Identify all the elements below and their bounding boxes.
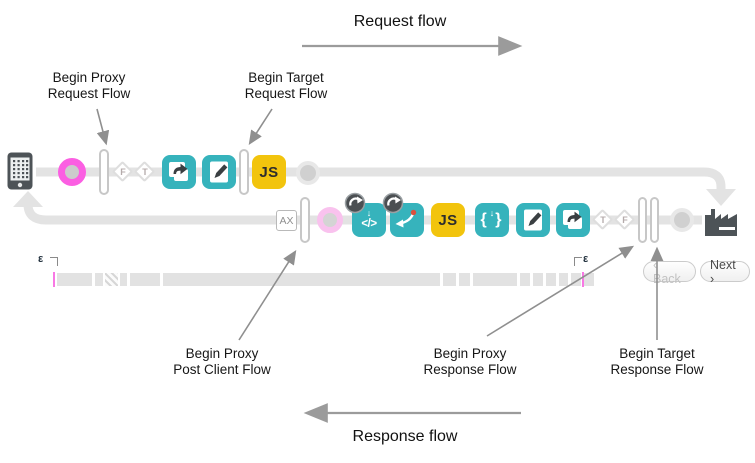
timeline-segment[interactable] [546, 273, 556, 286]
down-arrow-icon: ↓ [366, 208, 372, 219]
begin-proxy-response-arrow [486, 245, 635, 337]
flow-callout-policy-icon[interactable] [162, 155, 196, 189]
begin-target-request-arrow [248, 108, 273, 146]
timeline-segment[interactable] [559, 273, 568, 286]
condition-diamond-t[interactable]: T [133, 160, 156, 183]
callout-arrow-icon [169, 162, 188, 181]
pencil-icon [210, 161, 228, 183]
loop-badge-icon [344, 192, 366, 214]
code-text: </> [361, 218, 377, 231]
proxy-endpoint-ring-response[interactable] [317, 207, 343, 233]
begin-target-request-label: Begin Target Request Flow [244, 70, 328, 101]
js-label: JS [438, 211, 458, 229]
epsilon-bracket-left [50, 257, 58, 266]
diamond-letter: F [622, 215, 628, 225]
diamond-letter: F [120, 167, 126, 177]
back-button-label: ‹ Back [653, 257, 681, 286]
javascript-policy-icon-response[interactable]: JS [431, 203, 465, 237]
timeline-segment[interactable] [443, 273, 456, 286]
diamond-letter: T [600, 215, 606, 225]
begin-proxy-request-label: Begin Proxy Request Flow [47, 70, 131, 101]
begin-proxy-post-client-arrow [238, 249, 297, 341]
javascript-policy-icon[interactable]: JS [252, 155, 286, 189]
request-flow-title: Request flow [353, 13, 447, 30]
timeline-segment[interactable] [533, 273, 543, 286]
condition-diamond-f-response[interactable]: F [613, 208, 636, 231]
backend-target-icon[interactable] [702, 205, 740, 237]
condition-diamond-f[interactable]: F [111, 160, 134, 183]
edit-policy-icon[interactable] [202, 155, 236, 189]
proxy-endpoint-ring[interactable] [58, 158, 86, 186]
ax-label: AX [279, 214, 294, 227]
pencil-icon [524, 209, 542, 231]
diamond-letter: T [142, 167, 148, 177]
loop-badge-icon [382, 192, 404, 214]
timeline-segment[interactable] [459, 273, 470, 286]
timeline-segment[interactable] [120, 273, 127, 286]
timeline-segment[interactable] [584, 273, 594, 286]
callout-arrow-icon [563, 210, 582, 229]
edit-policy-icon-response[interactable] [516, 203, 550, 237]
extract-variables-policy-icon[interactable]: { } ↓ [475, 203, 509, 237]
begin-proxy-request-flow-marker[interactable] [99, 149, 109, 195]
begin-target-request-flow-marker[interactable] [239, 149, 249, 195]
begin-proxy-response-flow-marker[interactable] [638, 197, 647, 243]
timeline-segment[interactable] [473, 273, 517, 286]
response-pipe-arrowhead [13, 191, 43, 207]
epsilon-right: ε [583, 253, 589, 265]
epsilon-left: ε [38, 253, 44, 265]
response-flow-title: Response flow [352, 428, 458, 445]
target-endpoint-circle-response[interactable] [670, 208, 694, 232]
js-label: JS [259, 163, 279, 181]
begin-target-response-flow-marker[interactable] [650, 197, 659, 243]
target-endpoint-circle[interactable] [296, 161, 320, 185]
begin-proxy-request-arrow [96, 108, 110, 146]
epsilon-bracket-right [574, 257, 582, 266]
request-pipe-arrowhead [706, 189, 736, 206]
next-button[interactable]: Next › [700, 258, 750, 286]
braces-glyph: { } ↓ [475, 203, 509, 237]
condition-diamond-t-response[interactable]: T [591, 208, 614, 231]
timeline-segment[interactable] [57, 273, 92, 286]
timeline-end-tick [582, 272, 584, 287]
analytics-marker[interactable]: AX [276, 210, 297, 231]
timeline-segment[interactable] [520, 273, 530, 286]
begin-proxy-post-client-label: Begin Proxy Post Client Flow [173, 346, 271, 377]
timeline-segment[interactable] [95, 273, 103, 286]
back-button[interactable]: ‹ Back [643, 258, 696, 286]
timeline-segment[interactable] [571, 273, 581, 286]
down-arrow-icon: ↓ [489, 208, 495, 218]
timeline-start-tick [53, 272, 55, 287]
flow-callout-policy-icon-response[interactable] [556, 203, 590, 237]
begin-proxy-post-client-flow-marker[interactable] [300, 197, 310, 243]
mobile-client-icon[interactable] [7, 152, 33, 190]
timeline-segment[interactable] [163, 273, 440, 286]
begin-proxy-response-label: Begin Proxy Response Flow [423, 346, 517, 377]
timeline-segment[interactable] [130, 273, 160, 286]
begin-target-response-label: Begin Target Response Flow [610, 346, 704, 377]
next-button-label: Next › [710, 257, 736, 286]
timeline-segment-hatched[interactable] [105, 273, 118, 286]
